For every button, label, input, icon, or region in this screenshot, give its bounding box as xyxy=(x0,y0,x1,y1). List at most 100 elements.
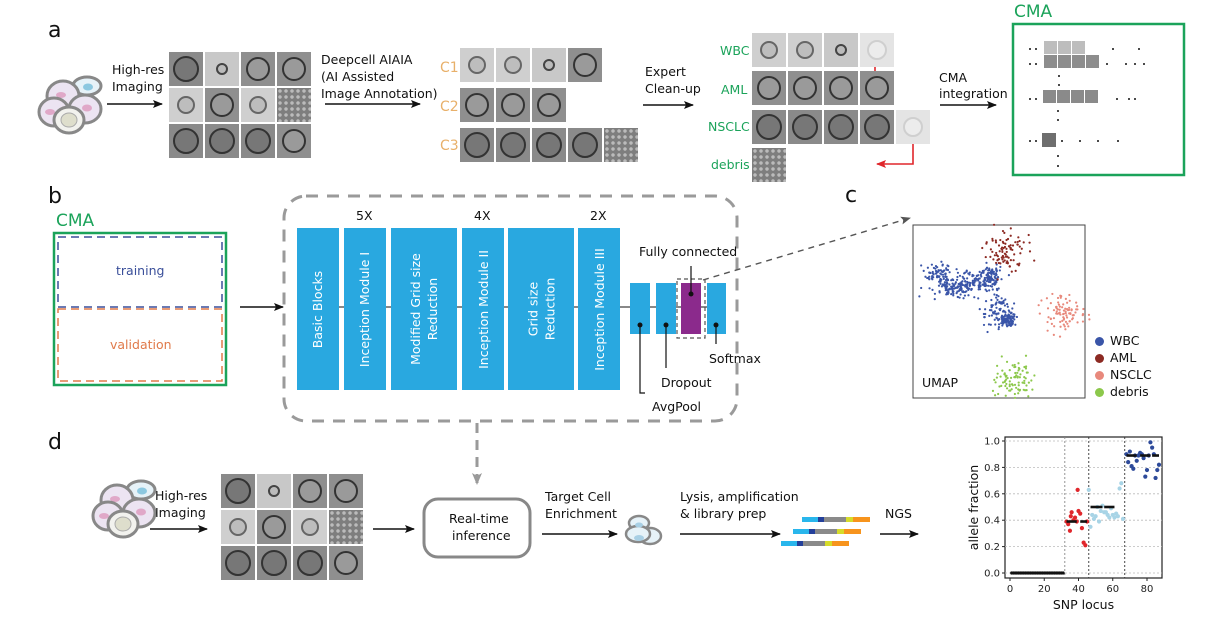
umap-point-wbc xyxy=(1011,307,1014,310)
umap-point-wbc xyxy=(946,268,950,272)
umap-point-wbc xyxy=(1001,321,1004,324)
umap-point-wbc xyxy=(940,270,944,273)
aiaia-label-2: (AI Assisted xyxy=(321,69,395,84)
library-fragments-icon xyxy=(781,517,870,546)
data-point-segment-1 xyxy=(1083,543,1088,548)
umap-point-debris xyxy=(1005,382,1008,386)
umap-point-aml xyxy=(1008,265,1011,268)
umap-point-wbc xyxy=(997,325,1001,329)
umap-point-wbc xyxy=(993,312,996,315)
block-modified-grid-reduction: Modified Grid size Reduction xyxy=(391,228,457,390)
umap-scatter xyxy=(918,223,1091,399)
umap-point-wbc xyxy=(934,272,937,275)
umap-point-wbc xyxy=(1003,317,1006,320)
umap-point-wbc xyxy=(930,277,933,280)
umap-point-wbc xyxy=(1004,313,1007,316)
umap-point-wbc xyxy=(999,301,1002,304)
umap-point-wbc xyxy=(946,291,949,294)
block-inception-module-3: Inception Module III xyxy=(578,228,620,390)
umap-point-wbc xyxy=(943,283,946,286)
umap-point-debris xyxy=(1009,376,1013,379)
legend-dot-icon xyxy=(1095,388,1104,397)
umap-point-wbc xyxy=(951,287,954,291)
umap-point-wbc xyxy=(1009,318,1012,321)
umap-point-wbc xyxy=(1001,301,1004,304)
umap-point-nsclc xyxy=(1066,322,1069,325)
data-point-segment-2 xyxy=(1100,503,1105,508)
umap-point-debris xyxy=(1024,367,1028,370)
umap-point-wbc xyxy=(946,264,949,267)
data-point-segment-0 xyxy=(1051,571,1055,575)
umap-point-debris xyxy=(1004,374,1007,377)
umap-point-wbc xyxy=(985,289,988,293)
umap-point-aml xyxy=(1005,238,1008,242)
umap-point-wbc xyxy=(995,270,998,273)
cell-image xyxy=(568,128,602,162)
umap-point-wbc xyxy=(994,282,997,286)
umap-point-debris xyxy=(1018,389,1021,392)
umap-point-wbc xyxy=(939,277,942,281)
umap-point-wbc xyxy=(1000,316,1003,319)
umap-point-wbc xyxy=(989,279,992,282)
cma-empty-dot xyxy=(1143,63,1145,65)
umap-point-wbc xyxy=(945,287,948,290)
umap-point-wbc xyxy=(950,286,954,289)
umap-point-wbc xyxy=(1012,302,1016,305)
umap-point-wbc xyxy=(948,271,951,274)
umap-point-aml xyxy=(1016,243,1019,246)
umap-point-aml xyxy=(1016,263,1019,266)
umap-point-wbc xyxy=(987,275,991,278)
umap-point-wbc xyxy=(983,284,986,288)
umap-point-wbc xyxy=(1002,319,1005,322)
umap-point-wbc xyxy=(1004,319,1007,323)
data-point-segment-2 xyxy=(1102,510,1107,515)
umap-point-debris xyxy=(1022,388,1025,391)
cma-tile xyxy=(1057,90,1070,103)
umap-point-wbc xyxy=(944,286,947,290)
umap-point-wbc xyxy=(943,281,946,284)
umap-point-wbc xyxy=(977,286,980,289)
umap-point-wbc xyxy=(995,316,998,319)
umap-point-wbc xyxy=(995,273,998,276)
umap-point-wbc xyxy=(1000,302,1003,305)
umap-point-wbc xyxy=(1003,319,1006,322)
umap-point-wbc xyxy=(975,274,978,277)
umap-point-wbc xyxy=(967,272,970,275)
umap-point-wbc xyxy=(997,319,1000,322)
repeat-5x: 5X xyxy=(356,208,373,223)
umap-point-aml xyxy=(1003,231,1006,235)
umap-point-nsclc xyxy=(1058,335,1062,338)
umap-point-debris xyxy=(996,372,999,375)
umap-point-nsclc xyxy=(1075,301,1078,304)
data-point-segment-0 xyxy=(1028,571,1033,575)
data-point-segment-0 xyxy=(1052,571,1057,575)
cma-tile xyxy=(1072,41,1085,54)
umap-point-wbc xyxy=(987,274,990,278)
umap-point-wbc xyxy=(983,282,987,286)
umap-point-wbc xyxy=(952,285,955,288)
umap-point-wbc xyxy=(971,273,974,277)
umap-point-aml xyxy=(1010,270,1013,273)
data-point-segment-3 xyxy=(1138,450,1143,455)
umap-point-aml xyxy=(1001,258,1004,261)
umap-point-wbc xyxy=(928,271,931,274)
data-point-segment-1 xyxy=(1072,515,1078,520)
umap-point-aml xyxy=(1008,265,1011,268)
umap-point-wbc xyxy=(929,271,932,275)
umap-point-debris xyxy=(1023,365,1026,369)
umap-point-wbc xyxy=(1011,319,1014,323)
umap-point-wbc xyxy=(983,281,986,285)
data-point-segment-0 xyxy=(1023,571,1028,575)
umap-point-wbc xyxy=(966,281,969,284)
umap-point-nsclc xyxy=(1062,313,1065,316)
data-point-segment-0 xyxy=(1025,571,1029,575)
umap-point-wbc xyxy=(979,284,982,288)
umap-point-wbc xyxy=(937,284,941,287)
umap-point-nsclc xyxy=(1064,310,1067,313)
umap-point-nsclc xyxy=(1064,311,1067,315)
umap-point-wbc xyxy=(1007,314,1011,317)
umap-point-wbc xyxy=(968,283,971,286)
umap-point-wbc xyxy=(988,271,991,274)
cma-tile xyxy=(1043,90,1056,103)
umap-point-wbc xyxy=(1002,322,1005,325)
